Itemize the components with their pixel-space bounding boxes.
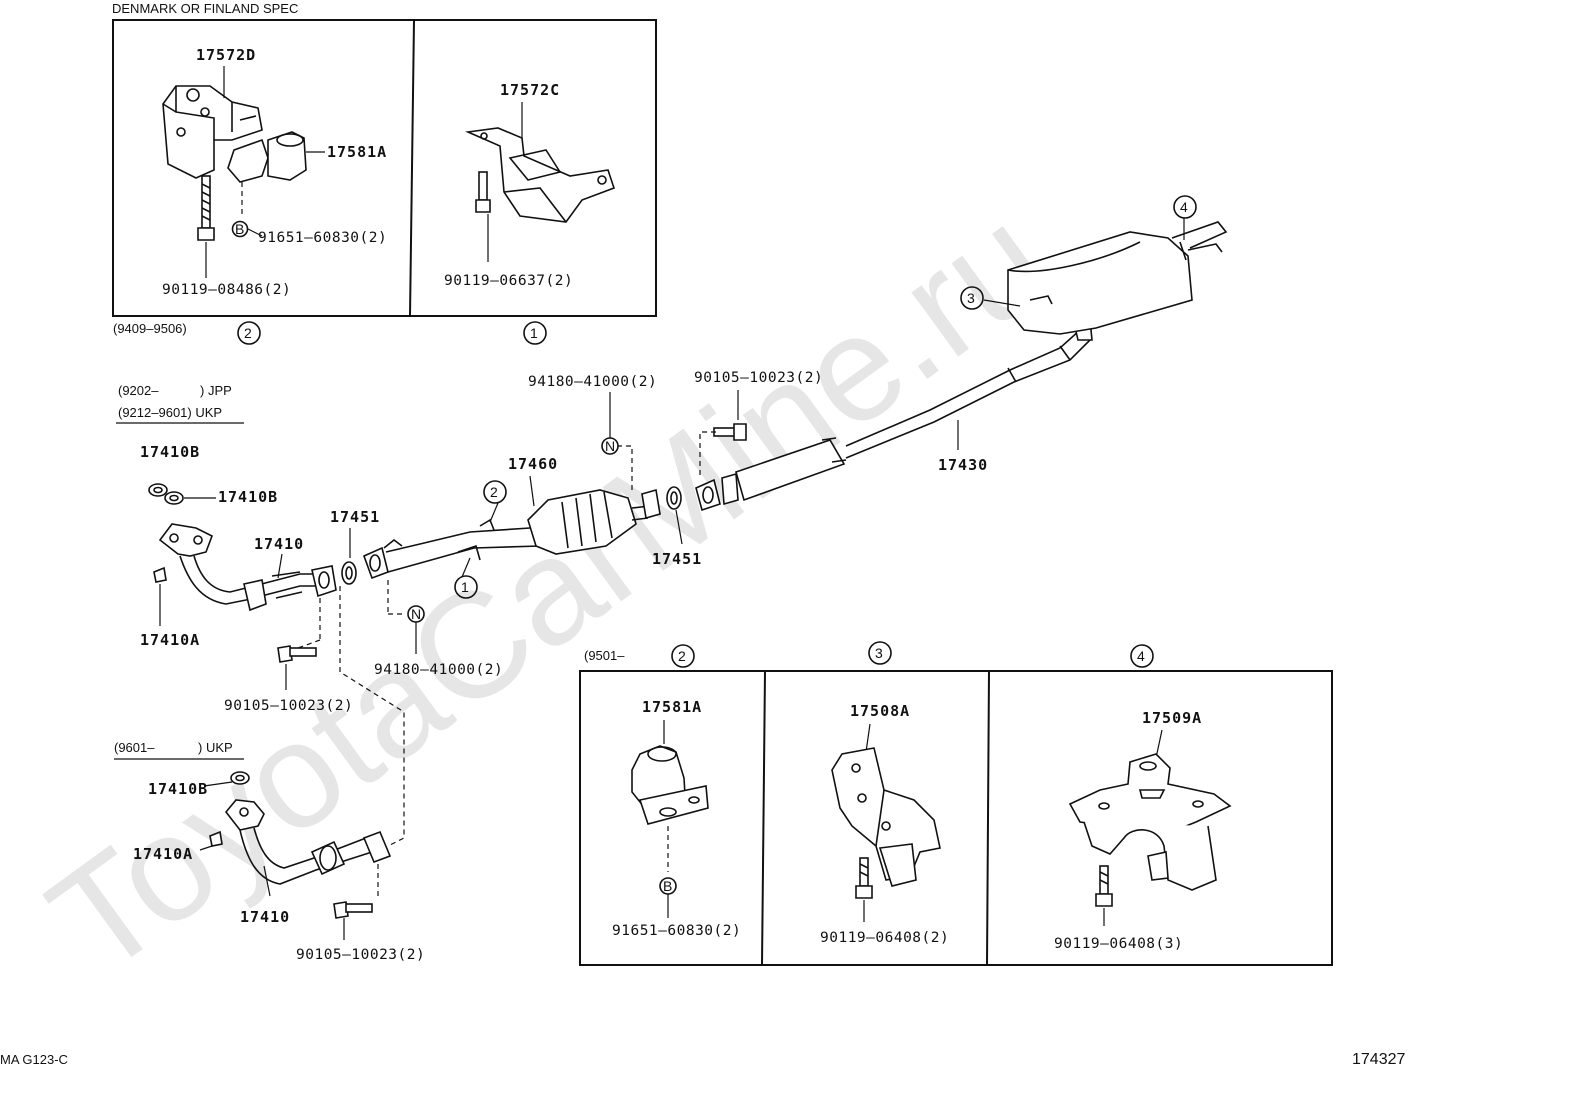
bolt-90119-06637-icon [475, 171, 491, 213]
converter-17460-icon [527, 489, 651, 555]
bracket-17572c-icon [465, 127, 616, 223]
top-inset-box: DENMARK OR FINLAND SPEC (9409–9506) 1757… [112, 1, 657, 345]
label-17460: 17460 [508, 455, 558, 473]
circle-2-top [237, 321, 261, 345]
svg-text:2: 2 [678, 648, 686, 664]
svg-text:2: 2 [244, 325, 252, 341]
part-94180-41000-bottom: 94180–41000(2) [374, 662, 503, 678]
gasket-17410b-ukp-icon [230, 771, 250, 785]
top-box-frame [112, 19, 657, 317]
label-17410b-side: 17410B [218, 488, 278, 506]
gasket-17451-left-icon [341, 561, 357, 585]
bolt-90105-10023-ukp-icon [333, 901, 373, 919]
svg-text:(9601–: (9601– [114, 740, 155, 755]
bolt-90105-10023-top-icon [713, 423, 747, 441]
gasket-17410a-icon [153, 566, 167, 583]
part-90119-06408-p4: 90119–06408(3) [1054, 936, 1183, 952]
svg-text:3: 3 [967, 290, 975, 306]
rubber-hanger-17581a-bottom-icon [631, 745, 709, 825]
top-box-divider [409, 19, 415, 317]
circle-4-bottom [1130, 644, 1154, 668]
label-17581a-bottom: 17581A [642, 698, 702, 716]
circle-3-main [960, 286, 984, 310]
part-90119-08486: 90119–08486(2) [162, 282, 291, 298]
part-90105-10023-left: 90105–10023(2) [224, 698, 353, 714]
marker-b-top [231, 220, 249, 238]
ukp-assembly: (9601– ) UKP 17410B 17410A 17410 90105–1… [114, 740, 425, 963]
top-box-title: DENMARK OR FINLAND SPEC [112, 1, 298, 16]
label-17572c: 17572C [500, 81, 560, 99]
bracket-17508a-icon [831, 747, 941, 887]
label-17581a-top: 17581A [327, 143, 387, 161]
label-17410b-top: 17410B [140, 443, 200, 461]
watermark: ToyotaCarMine.ru [20, 174, 1076, 1006]
label-17410-ukp: 17410 [240, 908, 290, 926]
svg-text:2: 2 [490, 484, 498, 500]
circle-1-main [454, 575, 478, 599]
label-17430: 17430 [938, 456, 988, 474]
rear-muffler-icon [1007, 221, 1228, 335]
top-box-date: (9409–9506) [113, 321, 187, 336]
svg-text:) JPP: ) JPP [200, 383, 232, 398]
svg-text:) UKP: ) UKP [198, 740, 233, 755]
label-17508a: 17508A [850, 702, 910, 720]
label-17572d: 17572D [196, 46, 256, 64]
bracket-17509a-icon [1068, 753, 1232, 891]
part-90119-06408-p3: 90119–06408(2) [820, 930, 949, 946]
rubber-hanger-17581a-icon [227, 131, 307, 183]
part-90105-10023-ukp: 90105–10023(2) [296, 947, 425, 963]
bolt-90119-06408-p4-icon [1095, 865, 1113, 907]
svg-text:3: 3 [875, 645, 883, 661]
circle-2-bottom [671, 644, 695, 668]
bolt-90119-06408-p3-icon [855, 857, 873, 899]
front-pipe-17410-ukp-icon [224, 799, 392, 885]
jpp-ukp-header: (9202– ) JPP (9212–9601) UKP [116, 383, 244, 424]
svg-text:1: 1 [461, 579, 469, 595]
footer-left-code: MA G123-C [0, 1052, 68, 1067]
svg-text:B: B [235, 221, 244, 237]
svg-text:N: N [605, 438, 615, 454]
part-90105-10023-top: 90105–10023(2) [694, 370, 823, 386]
svg-text:B: B [663, 878, 672, 894]
label-17451-left: 17451 [330, 508, 380, 526]
label-17410a-ukp: 17410A [133, 845, 193, 863]
part-94180-41000-top: 94180–41000(2) [528, 374, 657, 390]
svg-text:(9202–: (9202– [118, 383, 159, 398]
label-17410: 17410 [254, 535, 304, 553]
converter-flange-icon [641, 488, 661, 520]
gasket-17410a-ukp-icon [209, 830, 223, 847]
bottom-inset-box: (9501– 2 17581A B 91651–60830(2) 3 17508… [579, 641, 1333, 966]
circle-2-main [483, 480, 507, 504]
main-exhaust-assembly: 17410B 17410B 17410 17410A 17451 [140, 195, 1228, 847]
label-17509a: 17509A [1142, 709, 1202, 727]
circle-4-main [1173, 195, 1197, 219]
svg-text:N: N [411, 606, 421, 622]
front-pipe-17410-icon [158, 523, 337, 612]
label-17410b-ukp: 17410B [148, 780, 208, 798]
circle-1-top [523, 321, 547, 345]
svg-text:(9212–9601) UKP: (9212–9601) UKP [118, 405, 222, 420]
bracket-17572d-icon [162, 85, 263, 179]
label-17410a: 17410A [140, 631, 200, 649]
label-17451-right: 17451 [652, 550, 702, 568]
bolt-90119-08486-icon [197, 175, 215, 241]
gasket-17410b-icon [148, 483, 168, 497]
part-90119-06637: 90119–06637(2) [444, 273, 573, 289]
footer-right-code: 174327 [1352, 1051, 1405, 1068]
tail-pipe-17430-icon [695, 312, 1093, 512]
circle-3-bottom [868, 641, 892, 665]
center-pipe-icon [362, 518, 541, 580]
gasket-17451-right-icon [666, 486, 682, 510]
part-91651-60830-bottom: 91651–60830(2) [612, 923, 741, 939]
svg-text:4: 4 [1180, 199, 1188, 215]
bottom-box-date: (9501– [584, 648, 625, 663]
svg-text:1: 1 [530, 325, 538, 341]
svg-text:4: 4 [1137, 648, 1145, 664]
bolt-90105-10023-left-icon [277, 645, 317, 663]
part-91651-60830-top: 91651–60830(2) [258, 230, 387, 246]
bottom-box-frame [579, 670, 1333, 966]
gasket-17410b-icon-2 [164, 491, 184, 505]
